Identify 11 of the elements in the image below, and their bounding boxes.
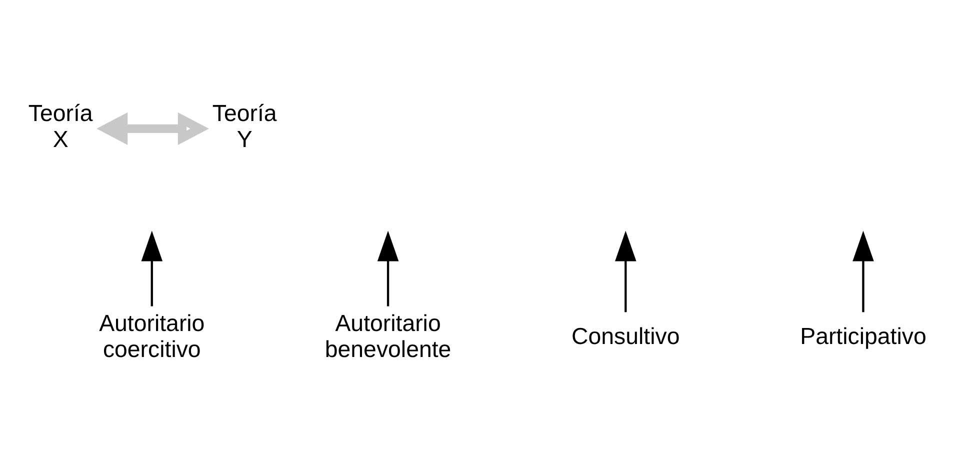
node-text: Autoritario coercitivo — [98, 310, 204, 362]
arrow — [614, 230, 636, 312]
node-text: Participativo — [800, 322, 926, 349]
arrow — [376, 230, 398, 306]
node-text: Teoría Y — [212, 100, 276, 152]
node-text: Autoritario benevolente — [324, 310, 451, 362]
arrow — [96, 112, 208, 145]
node-text: Consultivo — [571, 322, 680, 349]
node-text: Teoría X — [28, 100, 92, 152]
arrow — [140, 230, 162, 306]
arrow — [852, 230, 874, 312]
